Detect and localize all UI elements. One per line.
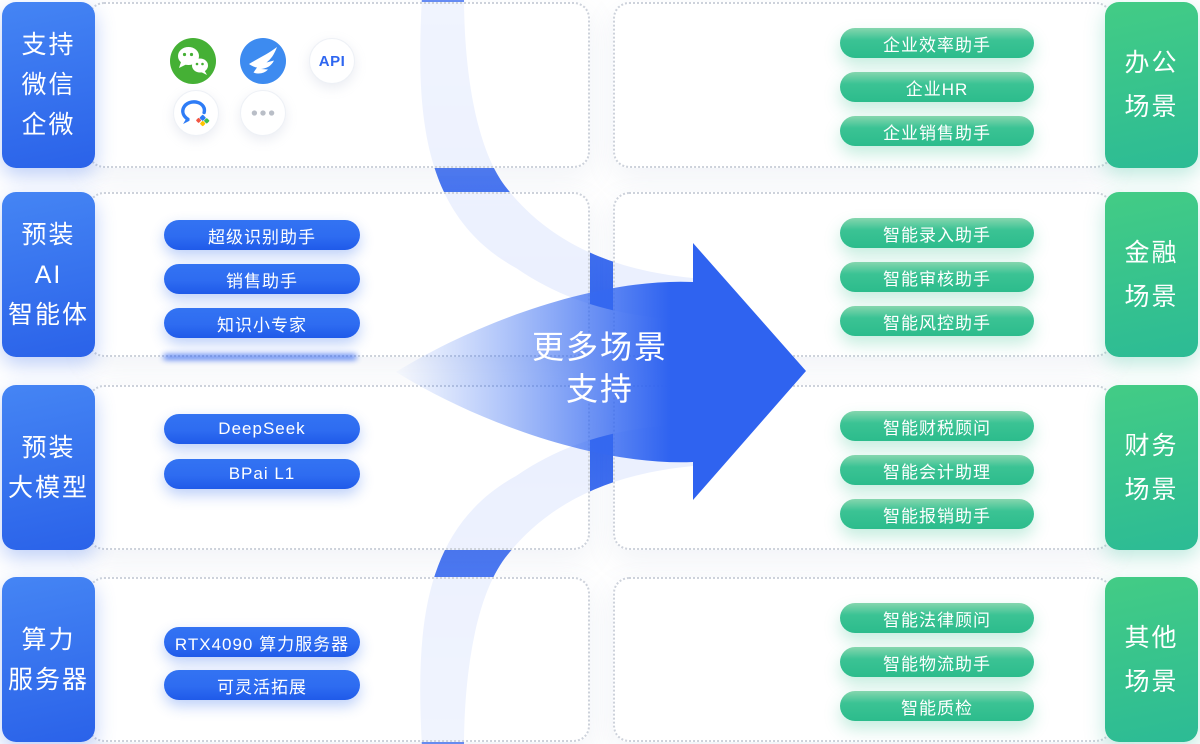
label-line: 财务	[1124, 431, 1179, 460]
model-button-bpai[interactable]: BPai L1	[164, 459, 360, 489]
scene-button-tax[interactable]: 智能财税顾问	[840, 411, 1034, 441]
label-line: 企微	[21, 111, 76, 139]
section-label-ai-agents: 预装 AI 智能体	[2, 192, 95, 357]
wecom-icon[interactable]	[173, 90, 219, 136]
wecom-bubble	[181, 100, 210, 127]
server-button-expand[interactable]: 可灵活拓展	[164, 670, 360, 700]
section-label-office: 办公 场景	[1105, 2, 1198, 168]
label-line: 场景	[1124, 667, 1179, 696]
panel-servers: RTX4090 算力服务器 可灵活拓展	[88, 577, 590, 742]
agent-button-recognition[interactable]: 超级识别助手	[164, 220, 360, 250]
section-label-models: 预装 大模型	[2, 385, 95, 550]
more-dots	[251, 110, 275, 116]
label-line: AI	[34, 260, 63, 289]
panel-channels: API	[88, 2, 590, 168]
blue-glow-accent	[163, 354, 357, 360]
section-label-accounting: 财务 场景	[1105, 385, 1198, 550]
scene-button-logistics[interactable]: 智能物流助手	[840, 647, 1034, 677]
scene-button-qc[interactable]: 智能质检	[840, 691, 1034, 721]
section-label-other: 其他 场景	[1105, 577, 1198, 742]
more-icon[interactable]	[240, 90, 286, 136]
label-line: 办公	[1124, 49, 1179, 77]
agent-button-sales[interactable]: 销售助手	[164, 264, 360, 294]
scene-button-efficiency[interactable]: 企业效率助手	[840, 28, 1034, 58]
scene-button-reimburse[interactable]: 智能报销助手	[840, 499, 1034, 529]
label-line: 场景	[1124, 475, 1179, 504]
panel-finance-scene: 智能录入助手 智能审核助手 智能风控助手	[613, 192, 1112, 357]
label-line: 支持	[21, 31, 76, 59]
label-line: 算力	[21, 625, 76, 654]
scene-button-risk[interactable]: 智能风控助手	[840, 306, 1034, 336]
panel-accounting-scene: 智能财税顾问 智能会计助理 智能报销助手	[613, 385, 1112, 550]
wechat-icon[interactable]	[170, 38, 216, 84]
section-label-finance: 金融 场景	[1105, 192, 1198, 357]
section-label-channels: 支持 微信 企微	[2, 2, 95, 168]
agent-button-knowledge[interactable]: 知识小专家	[164, 308, 360, 338]
label-line: 微信	[21, 71, 76, 99]
scene-button-hr[interactable]: 企业HR	[840, 72, 1034, 102]
scene-button-entry[interactable]: 智能录入助手	[840, 218, 1034, 248]
label-line: 其他	[1124, 623, 1179, 652]
scene-button-accounting[interactable]: 智能会计助理	[840, 455, 1034, 485]
label-line: 预装	[21, 220, 76, 249]
panel-other-scene: 智能法律顾问 智能物流助手 智能质检	[613, 577, 1112, 742]
dingtalk-wing	[249, 47, 277, 74]
scene-button-review[interactable]: 智能审核助手	[840, 262, 1034, 292]
panel-ai-agents: 超级识别助手 销售助手 知识小专家	[88, 192, 590, 357]
label-line: 智能体	[7, 300, 89, 329]
label-line: 预装	[21, 433, 76, 462]
model-button-deepseek[interactable]: DeepSeek	[164, 414, 360, 444]
wechat-bubbles	[178, 47, 208, 75]
scene-button-sales[interactable]: 企业销售助手	[840, 116, 1034, 146]
api-icon[interactable]: API	[309, 38, 355, 84]
panel-models: DeepSeek BPai L1	[88, 385, 590, 550]
label-line: 大模型	[7, 473, 89, 502]
scene-button-legal[interactable]: 智能法律顾问	[840, 603, 1034, 633]
label-line: 场景	[1124, 282, 1179, 311]
label-line: 金融	[1124, 238, 1179, 267]
label-line: 场景	[1124, 93, 1179, 121]
label-line: 服务器	[7, 665, 89, 694]
dingtalk-icon[interactable]	[240, 38, 286, 84]
section-label-servers: 算力 服务器	[2, 577, 95, 742]
api-icon-label: API	[318, 52, 346, 70]
server-button-rtx4090[interactable]: RTX4090 算力服务器	[164, 627, 360, 657]
panel-office-scene: 企业效率助手 企业HR 企业销售助手	[613, 2, 1112, 168]
